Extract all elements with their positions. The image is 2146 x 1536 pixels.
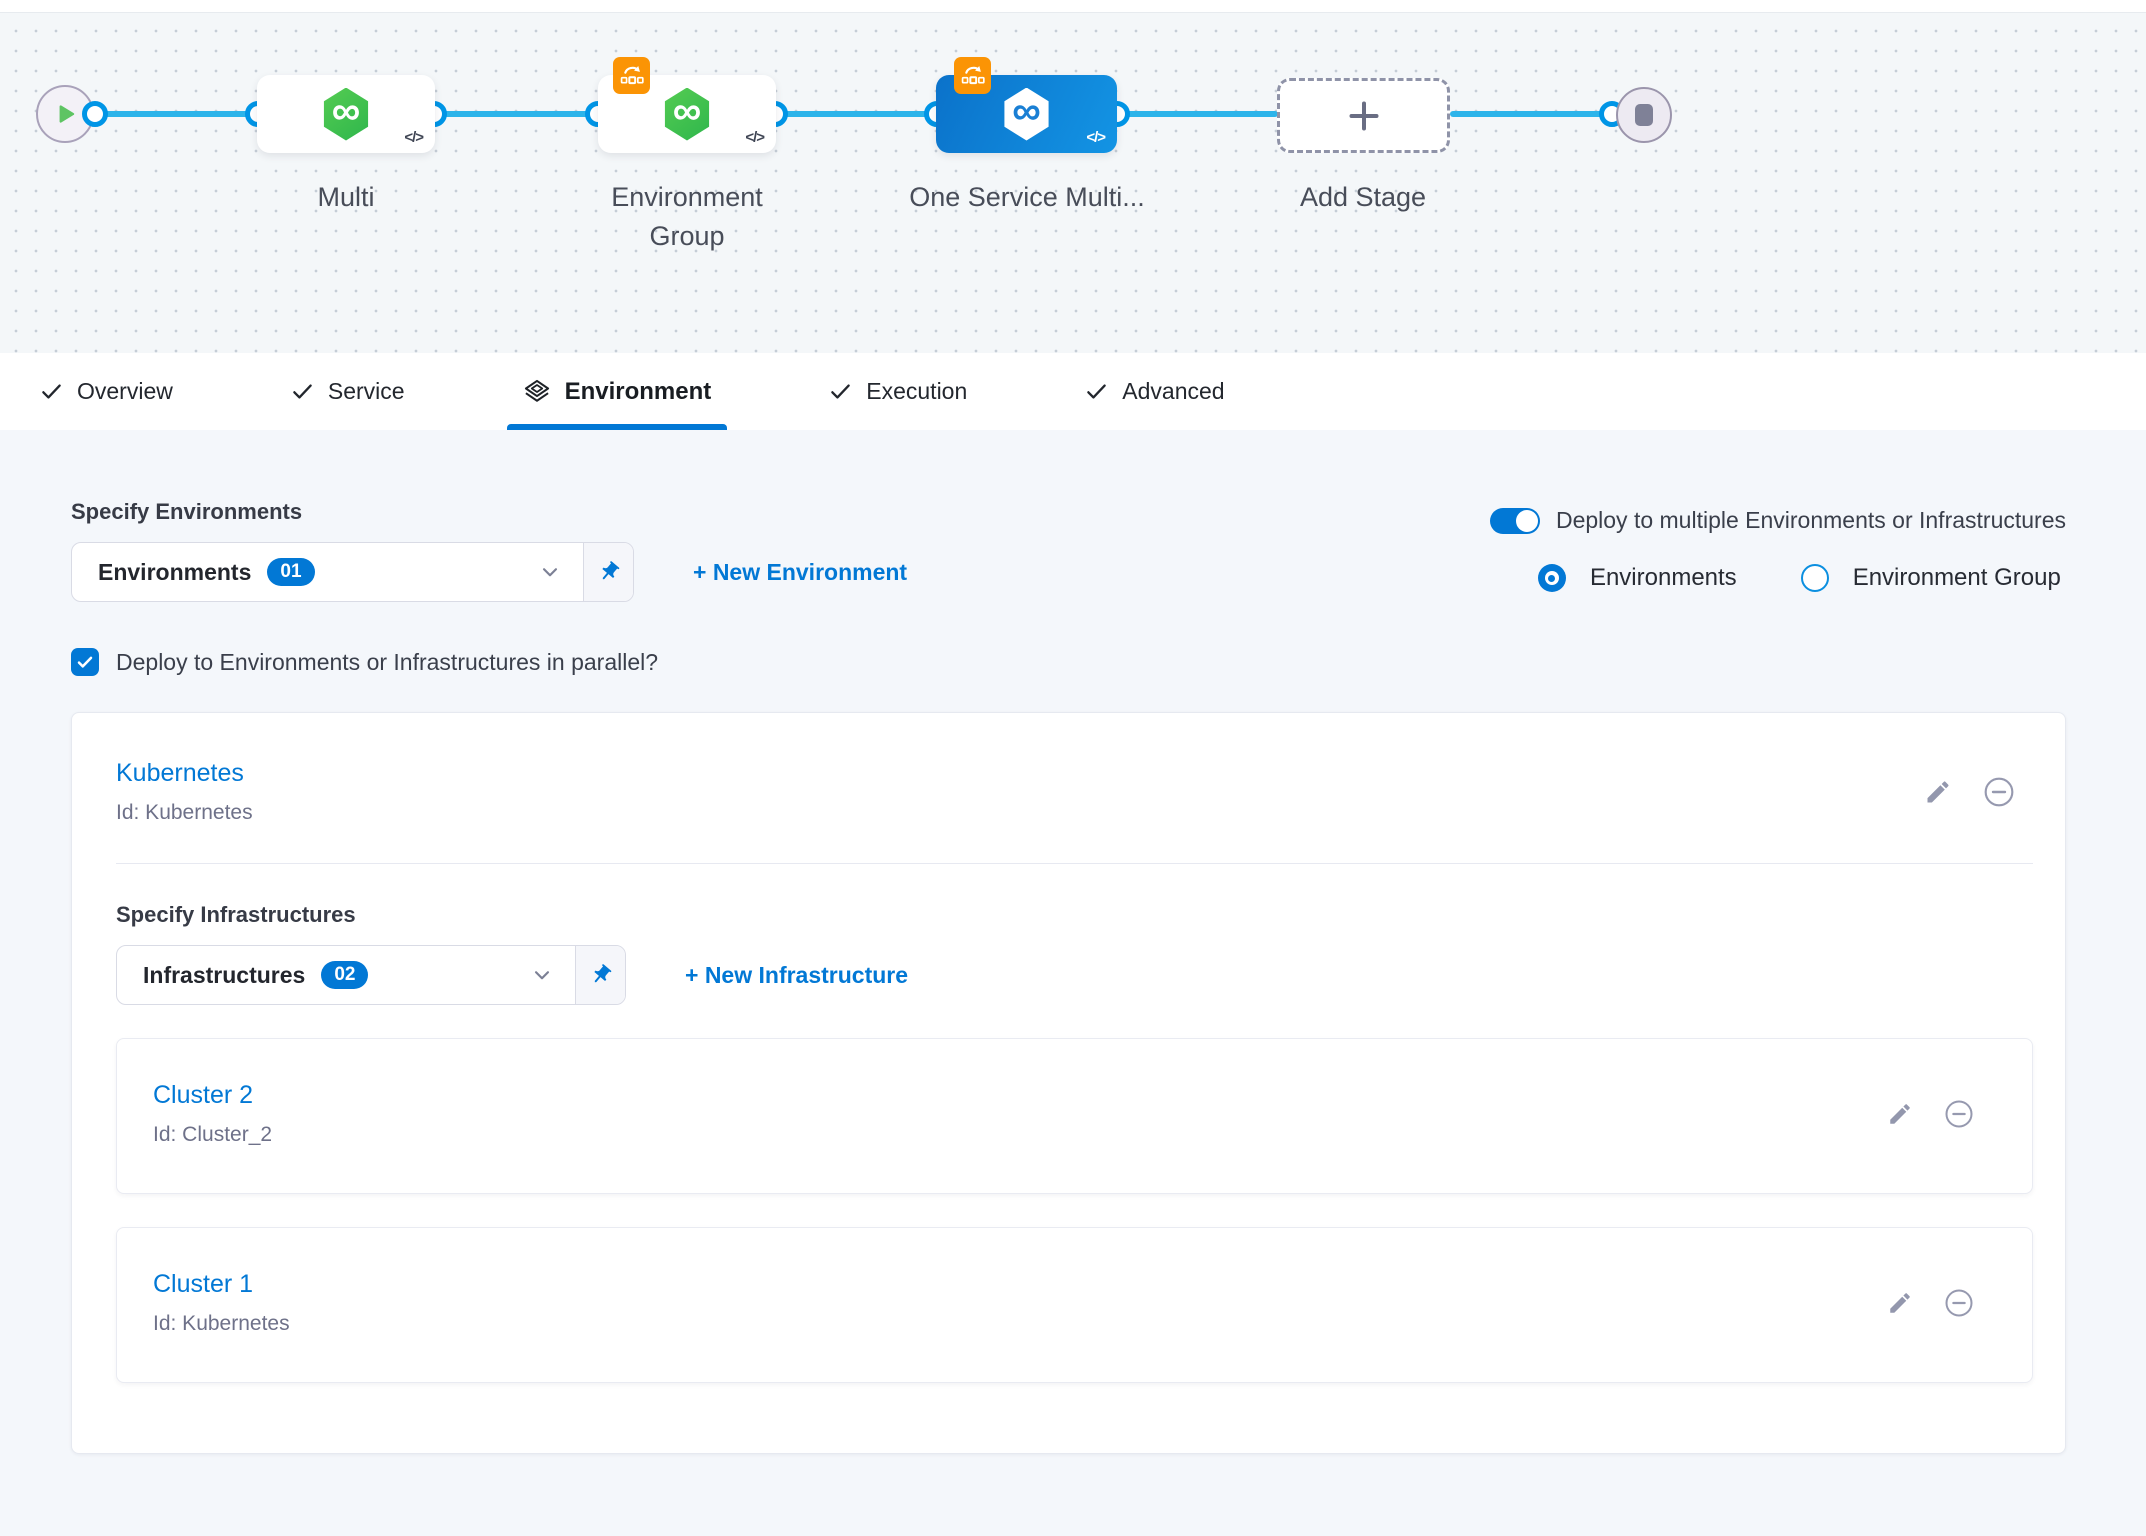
stage-label-environment-group: Environment Group	[611, 182, 763, 251]
infrastructures-dropdown-value: Infrastructures	[143, 961, 306, 988]
pipeline-canvas[interactable]: ∞ </> Multi ∞ </> Environment Group	[0, 13, 2146, 353]
remove-infrastructure-button[interactable]	[1944, 1288, 1974, 1318]
tab-execution[interactable]: Execution	[829, 353, 967, 430]
service-hexagon-icon: ∞	[1004, 87, 1049, 141]
edit-pencil-icon	[1890, 1104, 1910, 1124]
environment-id: Id: Kubernetes	[116, 801, 253, 824]
infrastructures-dropdown[interactable]: Infrastructures 02	[116, 945, 626, 1005]
code-icon: </>	[745, 129, 765, 146]
new-environment-link[interactable]: + New Environment	[693, 558, 908, 585]
layers-diamond-icon	[524, 379, 549, 402]
curved-arrow-boxes-icon	[613, 57, 650, 94]
new-infrastructure-link[interactable]: + New Infrastructure	[685, 961, 909, 988]
infrastructure-title-link[interactable]: Cluster 1	[153, 1270, 254, 1298]
edit-infrastructure-button[interactable]	[1887, 1101, 1913, 1127]
parallel-deploy-checkbox[interactable]	[71, 648, 99, 676]
environment-title-link[interactable]: Kubernetes	[116, 759, 244, 787]
add-stage-button[interactable]	[1277, 78, 1450, 153]
edge-line	[434, 111, 600, 117]
radio-environment-group[interactable]	[1800, 564, 1829, 592]
stage-label-multi: Multi	[317, 182, 375, 212]
code-icon: </>	[1086, 129, 1106, 146]
check-icon	[293, 384, 312, 399]
edge-line	[1116, 111, 1278, 117]
chevron-down-icon	[534, 971, 550, 980]
infrastructure-card: Cluster 2 Id: Cluster_2	[116, 1038, 2033, 1194]
add-stage-label: Add Stage	[1299, 182, 1427, 212]
check-icon	[831, 384, 851, 399]
infrastructure-id: Id: Kubernetes	[153, 1312, 290, 1335]
infrastructure-title-link[interactable]: Cluster 2	[153, 1081, 254, 1109]
pushpin-icon	[601, 561, 619, 580]
infrastructure-card: Cluster 1 Id: Kubernetes	[116, 1227, 2033, 1383]
plus-icon	[1349, 101, 1378, 130]
edge-line	[775, 111, 938, 117]
service-hexagon-icon: ∞	[323, 87, 369, 141]
check-icon	[1087, 384, 1107, 399]
tab-overview[interactable]: Overview	[40, 353, 173, 430]
edit-environment-button[interactable]	[1924, 778, 1952, 806]
radio-environment-group-label: Environment Group	[1852, 564, 2061, 591]
remove-infrastructure-button[interactable]	[1944, 1099, 1974, 1129]
play-icon	[59, 105, 75, 123]
infrastructures-count-badge: 02	[321, 961, 369, 989]
pin-infrastructures-button[interactable]	[575, 946, 625, 1004]
pushpin-icon	[593, 964, 611, 983]
pipeline-end-node	[1616, 87, 1672, 143]
multi-environment-toggle[interactable]	[1489, 507, 1540, 534]
divider	[116, 863, 2033, 864]
parallel-deploy-label: Deploy to Environments or Infrastructure…	[116, 648, 659, 675]
environments-count-badge: 01	[267, 558, 315, 586]
edit-infrastructure-button[interactable]	[1887, 1290, 1913, 1316]
toggle-knob	[1515, 509, 1538, 532]
specify-infrastructures-heading: Specify Infrastructures	[116, 902, 356, 927]
edit-pencil-icon	[1927, 781, 1949, 803]
tab-service[interactable]: Service	[291, 353, 405, 430]
edit-pencil-icon	[1890, 1293, 1910, 1313]
check-icon	[42, 384, 61, 399]
stage-label-one-service-multi: One Service Multi...	[909, 182, 1145, 212]
infrastructure-id: Id: Cluster_2	[153, 1123, 273, 1146]
environments-dropdown[interactable]: Environments 01	[71, 542, 634, 602]
top-strip	[0, 0, 2146, 13]
radio-environments-label: Environments	[1589, 564, 1737, 591]
tab-environment[interactable]: Environment	[506, 353, 727, 430]
environment-panel: Specify Environments Environments 01	[0, 430, 2146, 1534]
remove-minus-icon	[1945, 1289, 1973, 1317]
stop-icon	[1635, 104, 1653, 126]
environment-card: Kubernetes Id: Kubernetes	[71, 712, 2066, 1454]
environments-dropdown-value: Environments	[98, 558, 252, 585]
stage-tabbar: Overview Service Environment Execution	[0, 353, 2146, 430]
edge-line	[1450, 111, 1613, 117]
infinity-glyph: ∞	[1012, 89, 1041, 133]
remove-minus-icon	[1945, 1100, 1973, 1128]
chevron-down-icon	[542, 568, 558, 577]
multi-environment-toggle-label: Deploy to multiple Environments or Infra…	[1555, 507, 2066, 533]
infinity-glyph: ∞	[331, 89, 361, 133]
stage-node-multi[interactable]: ∞ </>	[257, 75, 435, 153]
infinity-glyph: ∞	[672, 89, 702, 133]
edge-line	[96, 111, 258, 117]
service-hexagon-icon: ∞	[664, 87, 710, 141]
connector-port	[82, 101, 108, 127]
code-icon: </>	[404, 129, 424, 146]
check-icon	[77, 656, 93, 668]
pin-environments-button[interactable]	[583, 543, 633, 601]
stage-node-one-service-multi[interactable]: ∞ </>	[936, 75, 1117, 153]
remove-minus-icon	[1984, 777, 2014, 807]
radio-environments[interactable]	[1537, 564, 1566, 592]
tab-advanced[interactable]: Advanced	[1085, 353, 1225, 430]
specify-environments-heading: Specify Environments	[71, 499, 303, 524]
remove-environment-button[interactable]	[1983, 776, 2015, 808]
curved-arrow-boxes-icon	[954, 57, 991, 94]
